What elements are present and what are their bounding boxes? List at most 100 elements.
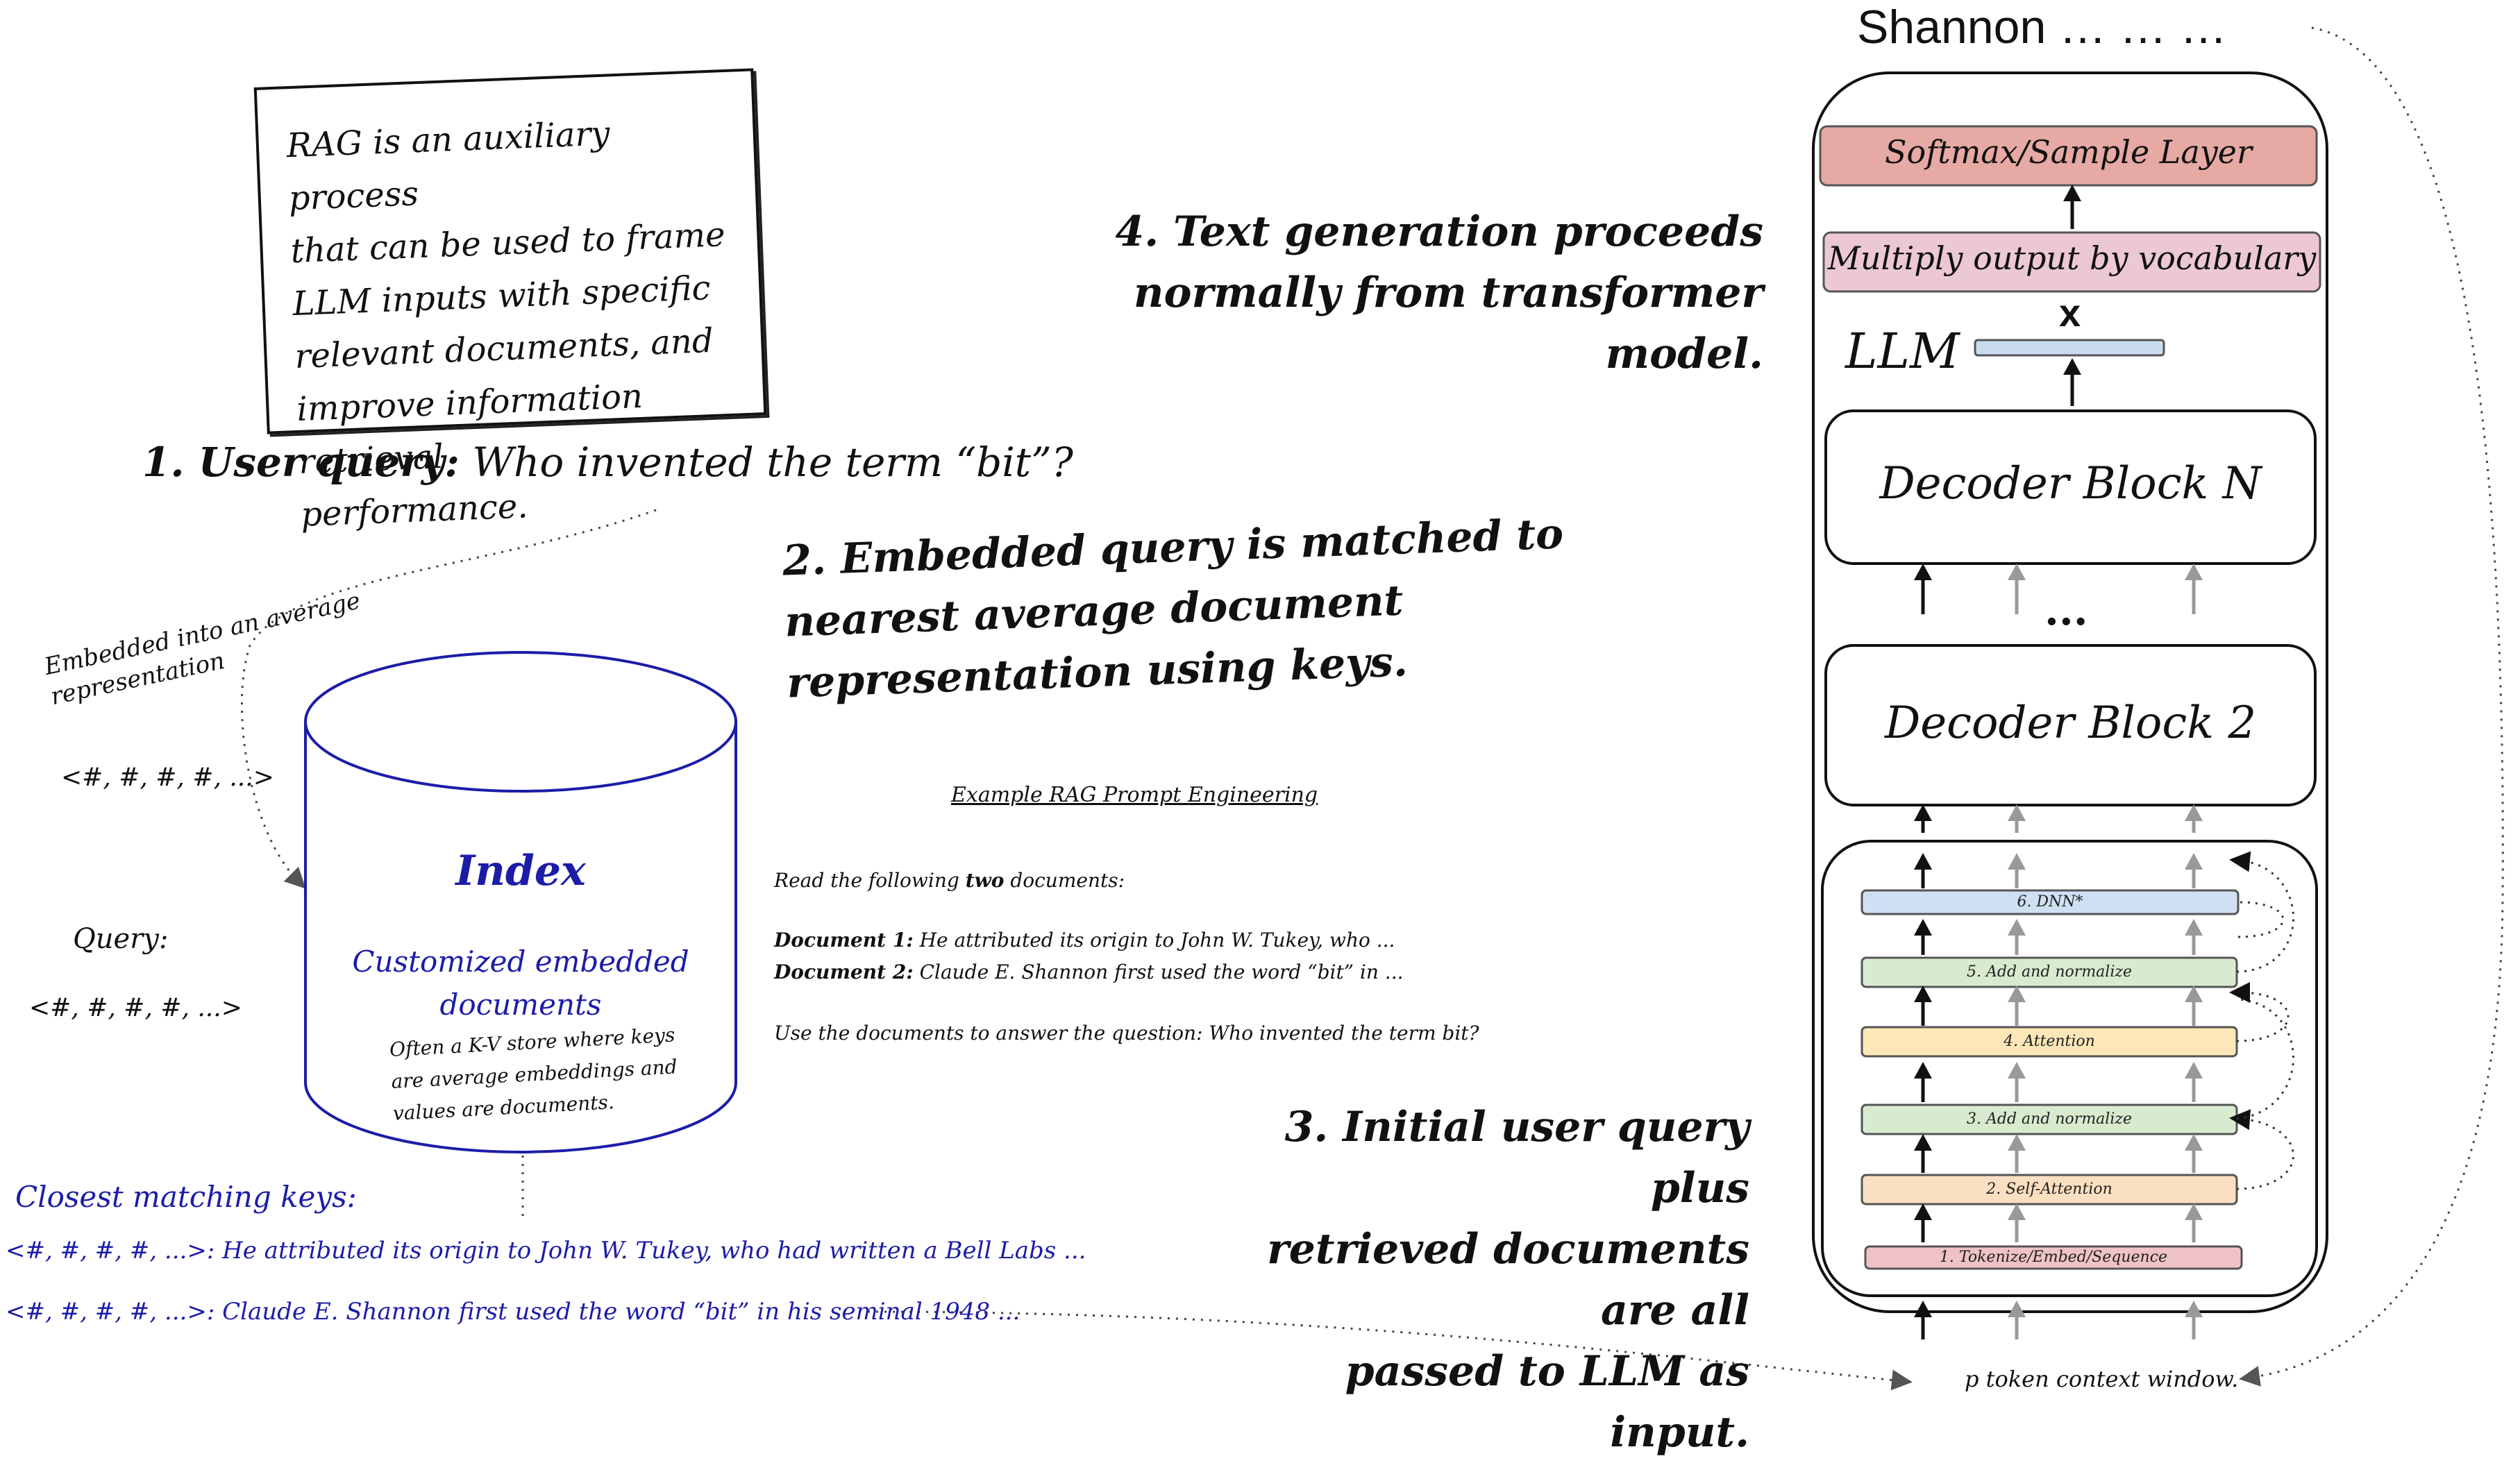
- up-arrow-head: [2185, 564, 2203, 580]
- prompt-doc-label: Document 2:: [774, 961, 914, 983]
- up-arrow-head: [1914, 853, 1932, 870]
- match-key: <#, #, #, #, ...>:: [6, 1237, 215, 1265]
- step-4-line: normally from transformer model.: [1133, 269, 1763, 378]
- query-to-index-connector: [240, 509, 657, 889]
- layer-self-attention-label: 2. Self-Attention: [1986, 1181, 2112, 1198]
- query-vector: <#, #, #, #, ...>: [29, 994, 242, 1022]
- decoder-block-2-label: Decoder Block 2: [1884, 697, 2257, 749]
- match-key: <#, #, #, #, ...>:: [6, 1298, 215, 1326]
- step-1-question: Who invented the term “bit”?: [472, 439, 1073, 486]
- query-label: Query:: [73, 923, 169, 955]
- multiply-symbol: x: [2059, 291, 2081, 335]
- layer-tokenize: [1864, 1245, 2243, 1270]
- step-3-line: passed to LLM as input.: [1345, 1347, 1749, 1457]
- prompt-doc-label: Document 1:: [774, 929, 914, 952]
- vocab-label: Multiply output by vocabulary: [1827, 239, 2317, 277]
- decoder-block-2: [1824, 644, 2317, 806]
- up-arrow-head: [1914, 1134, 1932, 1151]
- up-arrow-head: [2185, 919, 2203, 936]
- step-3-line: 3. Initial user query plus: [1284, 1103, 1749, 1212]
- diagram-canvas: [240, 26, 2504, 1391]
- layer-attention-label: 4. Attention: [2004, 1033, 2095, 1050]
- prompt-question: Use the documents to answer the question…: [774, 1022, 1479, 1045]
- prompt-heading: Example RAG Prompt Engineering: [951, 783, 1318, 807]
- step-2: 2. Embedded query is matched to nearest …: [782, 503, 1569, 713]
- prompt-intro: Read the following two documents:: [774, 869, 1125, 892]
- up-arrow-head: [2185, 1134, 2203, 1151]
- up-arrow-head: [2008, 853, 2026, 870]
- layer-tokenize-label: 1. Tokenize/Embed/Sequence: [1939, 1249, 2168, 1266]
- llm-container: [1812, 71, 2328, 1313]
- up-arrow-head: [1914, 804, 1932, 821]
- llm-title: Shannon … … …: [1857, 1, 2227, 53]
- index-subtitle-line: documents: [439, 988, 602, 1022]
- llm-output-vector: [1974, 339, 2165, 357]
- up-arrow-head: [2063, 358, 2081, 375]
- llm-label: LLM: [1845, 323, 1960, 380]
- prompt-doc-text: Claude E. Shannon first used the word “b…: [919, 961, 1404, 983]
- matches-label: Closest matching keys:: [15, 1180, 357, 1214]
- up-arrow-head: [2185, 1062, 2203, 1079]
- up-arrow-head: [2008, 1134, 2026, 1151]
- index-note: Often a K-V store where keys are average…: [389, 1019, 680, 1129]
- prompt-doc-text: He attributed its origin to John W. Tuke…: [919, 929, 1395, 952]
- up-arrow-head: [2008, 804, 2026, 821]
- up-arrow-head: [2185, 1301, 2203, 1317]
- prompt-intro-bold: two: [965, 869, 1005, 892]
- embedding-vector: <#, #, #, #, ...>: [61, 763, 274, 792]
- match-value: Claude E. Shannon first used the word “b…: [222, 1298, 1020, 1326]
- up-arrow-head: [1914, 564, 1932, 580]
- prompt-doc: Document 1: He attributed its origin to …: [774, 929, 1395, 952]
- decoder-block-1-container: [1821, 840, 2318, 1297]
- up-arrow-head: [2185, 853, 2203, 870]
- prompt-intro-prefix: Read the following: [774, 869, 966, 892]
- prompt-doc: Document 2: Claude E. Shannon first used…: [774, 961, 1404, 983]
- up-arrow-head: [2008, 986, 2026, 1002]
- decoder-block-n-label: Decoder Block N: [1879, 458, 2262, 509]
- up-arrow-head: [2008, 919, 2026, 936]
- up-arrow-head: [1914, 919, 1932, 936]
- up-arrow-head: [1914, 1062, 1932, 1079]
- up-arrow-head: [2008, 1203, 2026, 1220]
- layer-arrows: [1914, 185, 2203, 1339]
- layer-dnn-label: 6. DNN*: [2017, 893, 2083, 911]
- up-arrow-head: [2008, 1062, 2026, 1079]
- context-window-label: p token context window.: [1965, 1366, 2239, 1392]
- step-3-line: retrieved documents are all: [1267, 1225, 1749, 1335]
- layer-attention: [1860, 1026, 2238, 1058]
- match-value: He attributed its origin to John W. Tuke…: [222, 1237, 1086, 1265]
- index-subtitle-line: Customized embedded: [352, 945, 689, 979]
- up-arrow-head: [1914, 1301, 1932, 1317]
- rag-description-note: RAG is an auxiliary process that can be …: [253, 68, 767, 534]
- index-subtitle: Customized embedded documents: [305, 940, 736, 1026]
- vocab-layer: [1822, 231, 2321, 293]
- up-arrow-head: [2008, 564, 2026, 580]
- layer-add-normalize-3-label: 3. Add and normalize: [1967, 1110, 2132, 1128]
- softmax-label: Softmax/Sample Layer: [1885, 133, 2252, 171]
- residual-loops: [2229, 851, 2294, 1190]
- index-title: Index: [455, 847, 586, 895]
- softmax-layer: [1819, 125, 2318, 187]
- step-1: 1. User query: Who invented the term “bi…: [142, 439, 1073, 486]
- up-arrow-head: [2185, 986, 2203, 1002]
- layer-self-attention: [1860, 1174, 2238, 1206]
- step-4-line: 4. Text generation proceeds: [1115, 208, 1764, 256]
- up-arrow-head: [2185, 804, 2203, 821]
- up-arrow-head: [1914, 1203, 1932, 1220]
- up-arrow-head: [2063, 185, 2081, 201]
- step-4: 4. Text generation proceeds normally fro…: [1083, 201, 1764, 384]
- decoder-block-n: [1824, 409, 2317, 565]
- up-arrow-head: [1914, 986, 1932, 1002]
- output-loop-connector: [2239, 26, 2504, 1387]
- step-3: 3. Initial user query plus retrieved doc…: [1236, 1097, 1749, 1463]
- match-item: <#, #, #, #, ...>: Claude E. Shannon fir…: [6, 1298, 1020, 1326]
- up-arrow-head: [2008, 1301, 2026, 1317]
- layer-dnn: [1860, 889, 2240, 915]
- match-item: <#, #, #, #, ...>: He attributed its ori…: [6, 1237, 1086, 1265]
- up-arrow-head: [2185, 1203, 2203, 1220]
- prompt-intro-suffix: documents:: [1004, 869, 1125, 892]
- index-cylinder: [304, 651, 737, 1153]
- decoder-ellipsis: ...: [2044, 586, 2088, 635]
- layer-add-normalize-5-label: 5. Add and normalize: [1967, 963, 2132, 981]
- step-1-prefix: 1. User query:: [142, 439, 460, 486]
